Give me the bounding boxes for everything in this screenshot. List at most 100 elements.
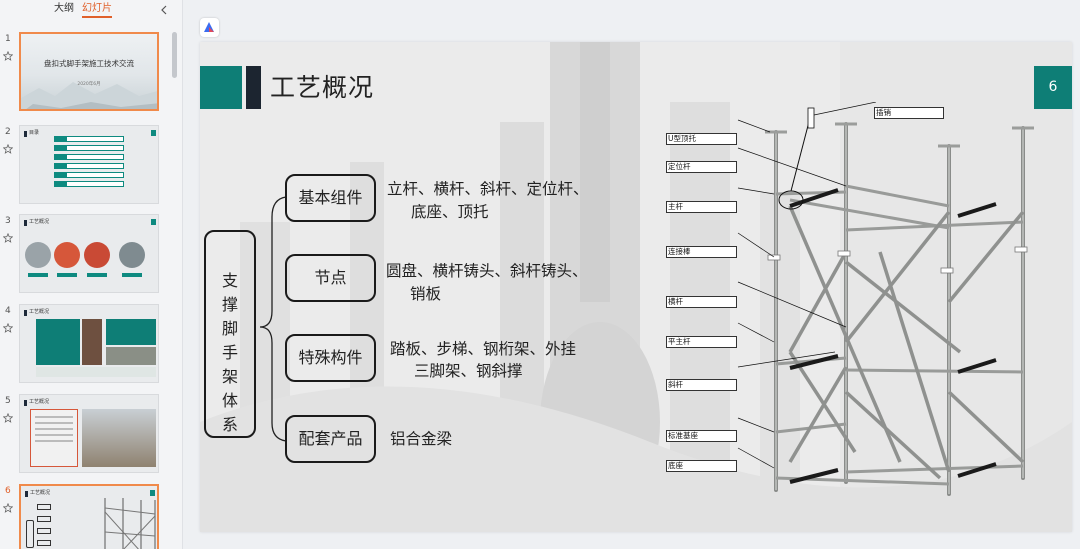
category-desc-line: 销板: [410, 285, 442, 303]
chevron-left-icon[interactable]: [159, 5, 169, 15]
system-label-char: 手: [221, 343, 238, 362]
slide-thumbnail-3[interactable]: 工艺概况: [19, 214, 159, 293]
logo-icon: [204, 22, 214, 32]
diagram-label-sub-upright: 平主杆: [666, 336, 737, 348]
thumb-number-badge: [151, 219, 156, 225]
thumb-number-badge: [150, 490, 155, 496]
star-icon[interactable]: [3, 51, 13, 61]
star-icon[interactable]: [3, 413, 13, 423]
slide-thumbnail-6[interactable]: 工艺概况: [19, 484, 159, 549]
star-icon[interactable]: [3, 503, 13, 513]
diagram-label-locator: 定位杆: [666, 161, 737, 173]
category-desc-line: 三脚架、钢斜撑: [414, 362, 523, 380]
thumb-subtitle: 2020年6月: [77, 82, 101, 87]
slide-thumbnail-2[interactable]: 目录: [19, 125, 159, 204]
category-desc-line: 踏板、步梯、钢桁架、外挂: [390, 340, 577, 358]
thumb-photo: [82, 409, 156, 467]
thumb-panel: [106, 319, 156, 345]
tab-outline[interactable]: 大纲: [54, 3, 74, 14]
slide-number: 1: [5, 34, 11, 44]
thumb-title: 盘扣式脚手架施工技术交流: [44, 59, 134, 68]
slide-entry-5[interactable]: 5 工艺概况: [0, 394, 170, 476]
slide-number-badge: 6: [1034, 66, 1072, 109]
thumb-component-circles: [25, 242, 145, 277]
thumb-title: 工艺概况: [30, 490, 51, 496]
slide-thumbnail-1[interactable]: 盘扣式脚手架施工技术交流 2020年6月: [19, 32, 159, 111]
slide-entry-4[interactable]: 4 工艺概况: [0, 304, 170, 386]
category-special-components[interactable]: 特殊构件: [285, 334, 376, 382]
slide-canvas[interactable]: 工艺概况 6 支撑脚手架体系 基本组件 立杆、横杆、斜杆、定位杆、 底座、顶托 …: [200, 42, 1072, 532]
slide-thumbnail-4[interactable]: 工艺概况: [19, 304, 159, 383]
thumb-title: 工艺概况: [29, 219, 50, 225]
diagram-label-base: 底座: [666, 460, 737, 472]
system-label-char: 架: [221, 367, 238, 386]
diagram-label-base-seat: 标准基座: [666, 430, 737, 442]
slide-number: 6: [5, 486, 11, 496]
slide-thumbnail-5[interactable]: 工艺概况: [19, 394, 159, 473]
header-accent-bar: [200, 66, 242, 109]
thumb-title: 目录: [29, 130, 40, 136]
star-icon[interactable]: [3, 233, 13, 243]
slide-number: 5: [5, 396, 11, 406]
system-label-char: 系: [221, 415, 238, 434]
slide-title[interactable]: 工艺概况: [270, 73, 375, 102]
category-nodes[interactable]: 节点: [285, 254, 376, 302]
thumb-bar: [25, 491, 28, 497]
diagram-label-diagonal: 斜杆: [666, 379, 737, 391]
system-label-char: 脚: [221, 319, 238, 338]
thumb-title: 工艺概况: [29, 309, 50, 315]
panel-tabs: 大纲 幻灯片: [0, 2, 183, 18]
thumb-strip: [36, 367, 156, 377]
star-icon[interactable]: [3, 323, 13, 333]
thumb-bar: [24, 220, 27, 226]
thumb-agenda: [54, 136, 124, 190]
header-dark-bar: [246, 66, 261, 109]
slide-panel: 大纲 幻灯片 1 盘扣式脚手架施工技术交流 2020年6月 2 目录: [0, 0, 183, 549]
system-label-char: 撑: [221, 295, 238, 314]
thumb-text-block: [30, 409, 78, 467]
slide-entry-6[interactable]: 6 工艺概况: [0, 484, 170, 549]
thumb-title: 工艺概况: [29, 399, 50, 405]
app-logo: [200, 18, 219, 37]
mountain-graphic: [21, 82, 157, 109]
category-desc-line: 底座、顶托: [411, 203, 489, 221]
system-label-text: 支撑脚手架体系: [206, 269, 254, 437]
slide-entry-3[interactable]: 3 工艺概况: [0, 214, 170, 296]
category-desc-line: 立杆、横杆、斜杆、定位杆、: [387, 180, 589, 198]
thumb-number-badge: [151, 130, 156, 136]
thumb-bar: [24, 400, 27, 406]
thumb-box: [37, 504, 51, 510]
thumb-box: [37, 540, 51, 546]
thumb-box: [37, 516, 51, 522]
diagram-label-u-head: U型顶托: [666, 133, 737, 145]
thumb-bar: [24, 131, 27, 137]
slide-number: 3: [5, 216, 11, 226]
thumb-photo: [82, 319, 102, 365]
slide-entry-1[interactable]: 1 盘扣式脚手架施工技术交流 2020年6月: [0, 32, 170, 114]
thumb-panel: [36, 319, 80, 365]
diagram-label-pin: 插销: [874, 107, 944, 119]
system-label-char: 体: [221, 391, 238, 410]
diagram-label-connector: 连接棒: [666, 246, 737, 258]
system-label-char: 支: [221, 271, 238, 290]
slide-number: 4: [5, 306, 11, 316]
scaffold-diagram: [737, 102, 1034, 496]
scrollbar[interactable]: [172, 32, 177, 78]
system-label-box[interactable]: 支撑脚手架体系: [204, 230, 256, 438]
brace-connector: [259, 196, 287, 442]
category-basic-components[interactable]: 基本组件: [285, 174, 376, 222]
diagram-label-upright: 主杆: [666, 201, 737, 213]
slide-entry-2[interactable]: 2 目录: [0, 125, 170, 207]
category-desc-line: 铝合金梁: [390, 430, 453, 448]
tab-slides[interactable]: 幻灯片: [82, 2, 112, 18]
thumb-photo: [106, 347, 156, 365]
diagram-label-horizontal: 横杆: [666, 296, 737, 308]
slide-number: 2: [5, 127, 11, 137]
category-desc-line: 圆盘、横杆铸头、斜杆铸头、: [386, 262, 588, 280]
category-accessories[interactable]: 配套产品: [285, 415, 376, 463]
thumb-scaffold: [104, 498, 156, 549]
thumb-label-box: [26, 520, 34, 548]
thumb-bar: [24, 310, 27, 316]
thumb-box: [37, 528, 51, 534]
star-icon[interactable]: [3, 144, 13, 154]
